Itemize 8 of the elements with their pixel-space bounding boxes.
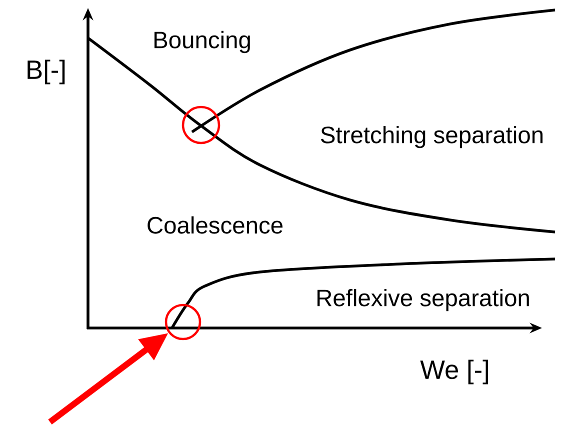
region-label: Reflexive separation <box>318 288 529 312</box>
region-label: Stretching separation <box>320 126 543 148</box>
highlight-circle <box>164 304 202 340</box>
axis-label: We [-] <box>420 360 488 384</box>
axis-label: B[-] <box>28 60 65 84</box>
region-label: Coalescence <box>148 216 283 234</box>
highlight-circle <box>182 106 220 144</box>
region-label: Bouncing <box>154 30 250 54</box>
